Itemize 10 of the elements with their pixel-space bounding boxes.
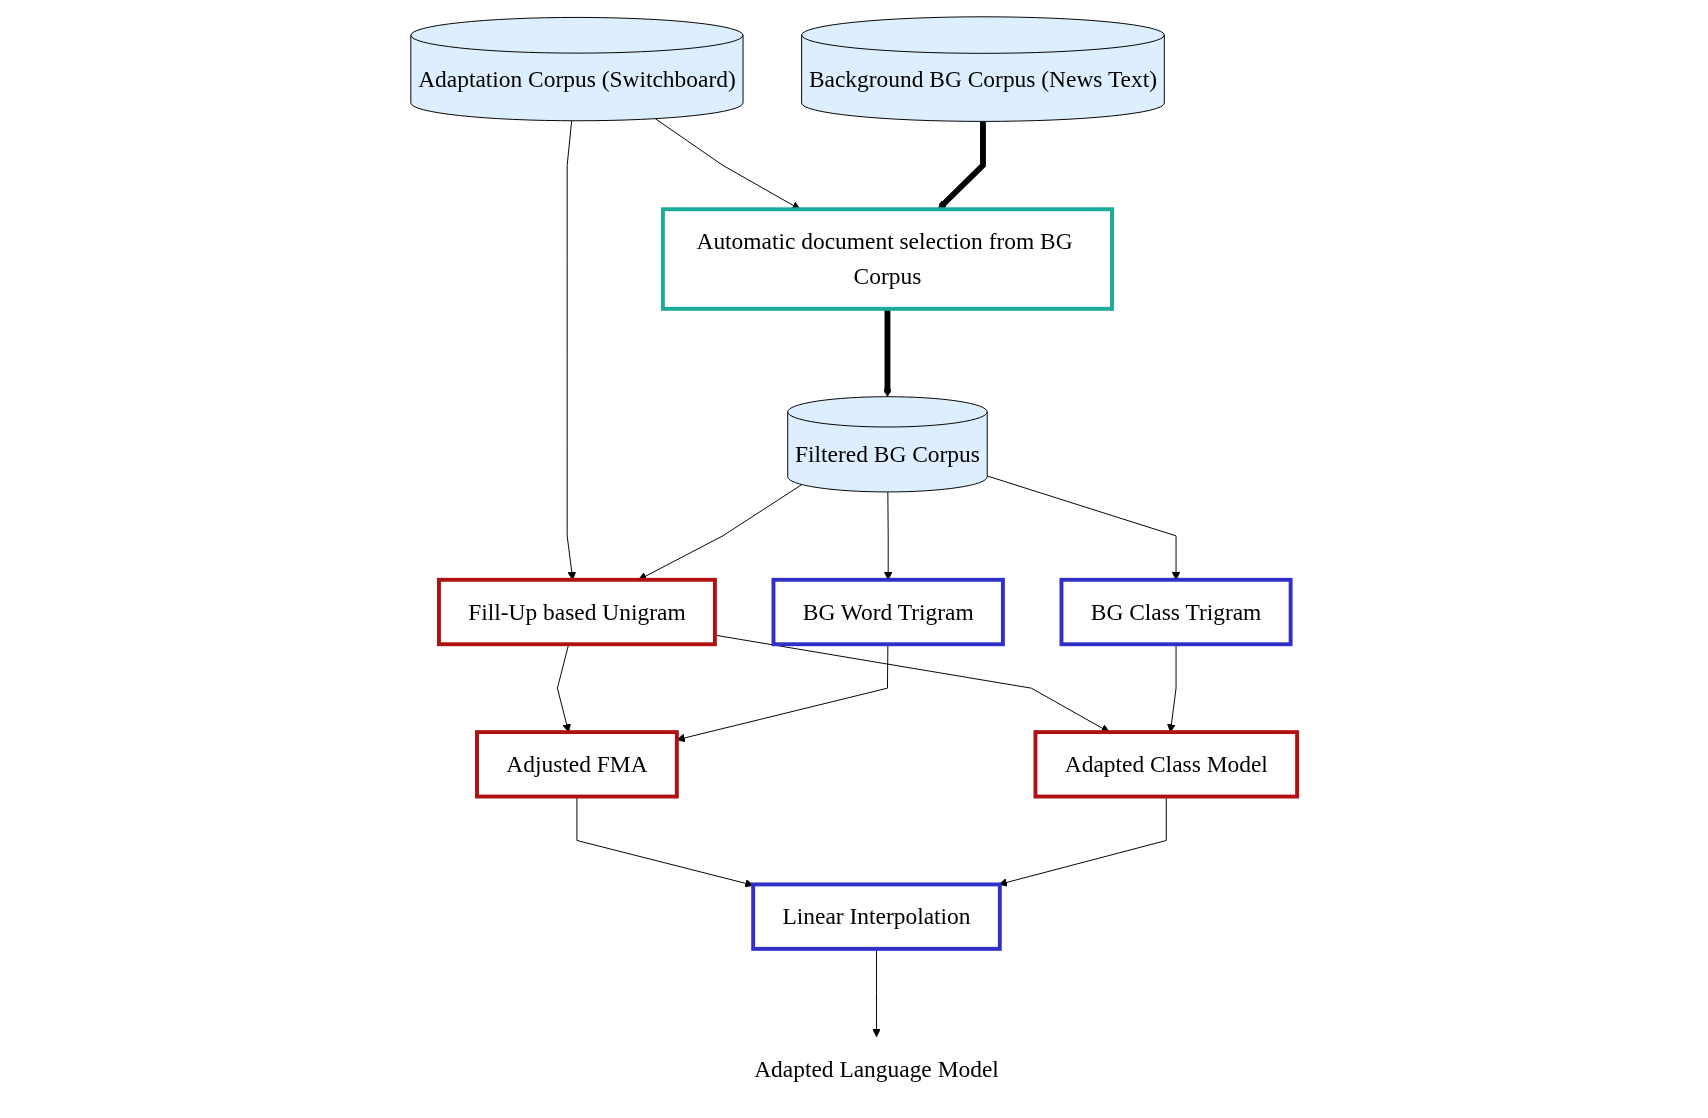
node-box: BG Class Trigram [1059, 577, 1293, 647]
node-text: Adapted Language Model [754, 1056, 999, 1082]
arrow [883, 308, 892, 398]
node-box: Adapted Class Model [1033, 730, 1300, 799]
node-box: Adjusted FMA [475, 730, 679, 799]
arrow [937, 121, 986, 210]
node-box: Fill-Up based Unigram [437, 577, 717, 647]
node-box: BG Word Trigram [771, 577, 1005, 647]
node-box: Automatic document selection from BG Corpus [661, 207, 1114, 311]
node-box: Linear Interpolation [751, 882, 1002, 951]
